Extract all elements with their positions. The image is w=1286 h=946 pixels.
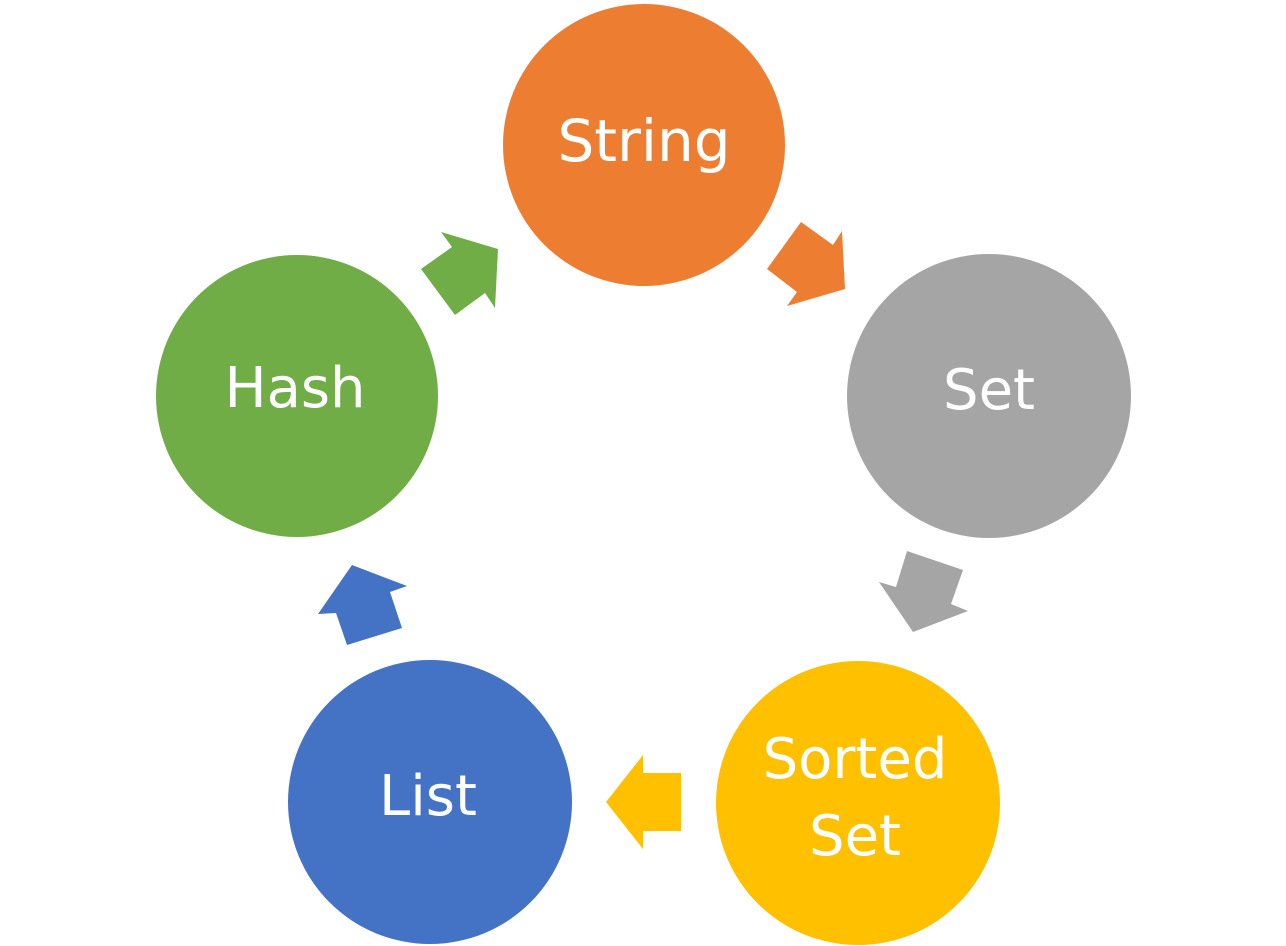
node-string: String: [503, 4, 785, 286]
node-hash: Hash: [156, 255, 438, 537]
node-hash-circle: [156, 255, 438, 537]
node-list-circle: [288, 660, 572, 944]
node-list-label: List: [379, 764, 477, 829]
arrow-hash-to-string: [421, 232, 498, 315]
node-list: List: [288, 660, 572, 944]
node-sorted-set-circle: [716, 661, 1000, 945]
node-string-circle: [503, 4, 785, 286]
node-sorted-set-label-line-2: Set: [809, 804, 901, 869]
node-string-label: String: [557, 107, 730, 175]
node-hash-label: Hash: [224, 356, 365, 421]
arrow-list-to-hash: [318, 565, 407, 645]
node-set: Set: [847, 254, 1131, 538]
node-sorted-set-label-line-1: Sorted: [763, 727, 948, 792]
node-sorted-set: Sorted Set: [716, 661, 1000, 945]
arrow-string-to-set: [767, 222, 845, 306]
node-set-label: Set: [943, 358, 1035, 423]
arrow-set-to-sorted-set: [879, 551, 968, 632]
node-set-circle: [847, 254, 1131, 538]
arrows: [318, 222, 968, 849]
arrow-sorted-set-to-list: [606, 755, 681, 849]
